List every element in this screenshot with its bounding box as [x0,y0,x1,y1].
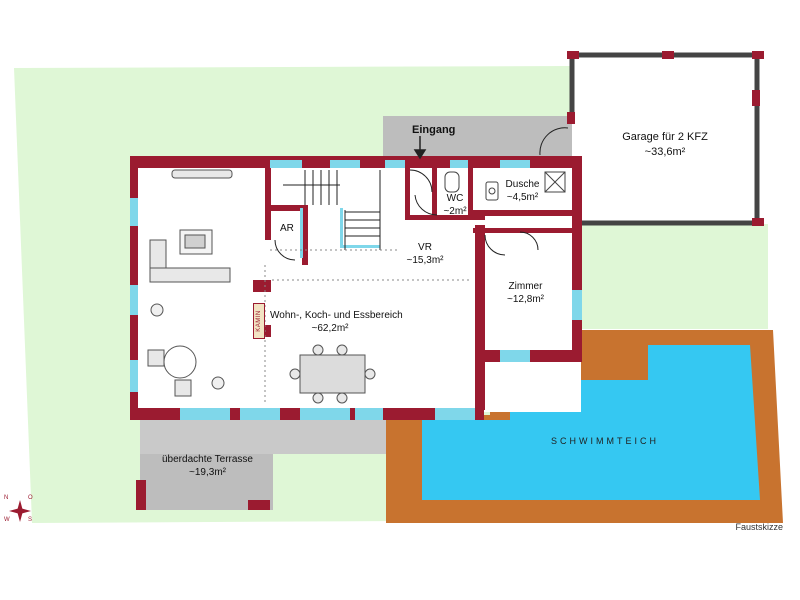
terrasse-title: überdachte Terrasse [162,454,253,465]
label-vr: VR ~15,3m² [400,241,450,267]
door-arcs [274,127,569,261]
garage-title: Garage für 2 KFZ [622,131,708,143]
wc-title: WC [446,193,464,204]
wohn-area: ~62,2m² [311,323,349,334]
sketch-note: Faustskizze [735,522,783,532]
compass-s: S [28,517,33,523]
vr-title: VR [418,242,432,253]
pool-label: SCHWIMMTEICH [551,436,659,446]
wohn-title: Wohn-, Koch- und Essbereich [270,310,403,321]
compass-letters: N O S W [3,494,37,528]
ar-title: AR [280,223,294,234]
label-wc: WC ~2m² [440,192,470,218]
entrance-arrow [413,136,427,160]
label-terrasse: überdachte Terrasse ~19,3m² [150,453,265,479]
kamin-text: KAMIN [256,310,262,332]
compass-e: O [28,495,33,501]
windows [130,160,582,420]
interior-walls [253,160,572,337]
compass-rose [9,500,31,522]
eingang-title: Eingang [412,124,456,136]
paving-strip [140,420,386,454]
dusche-area: ~4,5m² [506,192,539,203]
staircase [283,170,381,250]
garage-area: ~33,6m² [644,146,686,158]
label-zimmer: Zimmer ~12,8m² [498,280,553,306]
terrace-pillars [136,480,270,510]
terrasse-area: ~19,3m² [189,467,226,478]
compass-n: N [4,495,9,501]
label-ar: AR [280,222,294,235]
label-eingang: Eingang [412,124,455,137]
kamin-fireplace: KAMIN [253,303,265,339]
zimmer-area: ~12,8m² [507,294,544,305]
label-dusche: Dusche ~4,5m² [500,178,545,204]
label-garage: Garage für 2 KFZ ~33,6m² [610,130,720,160]
wc-area: ~2m² [443,206,467,217]
garden-right [578,224,768,329]
entrance-paving [383,116,573,160]
vr-area: ~15,3m² [406,255,444,266]
garage-floor [572,55,757,223]
compass-w: W [4,517,10,523]
bathroom-fixtures [444,171,566,201]
pool-water [422,345,760,500]
zimmer-title: Zimmer [508,281,543,292]
dusche-title: Dusche [505,179,540,190]
furniture [147,169,376,404]
label-wohn: Wohn-, Koch- und Essbereich ~62,2m² [270,309,403,335]
dashed-lines [264,249,470,405]
